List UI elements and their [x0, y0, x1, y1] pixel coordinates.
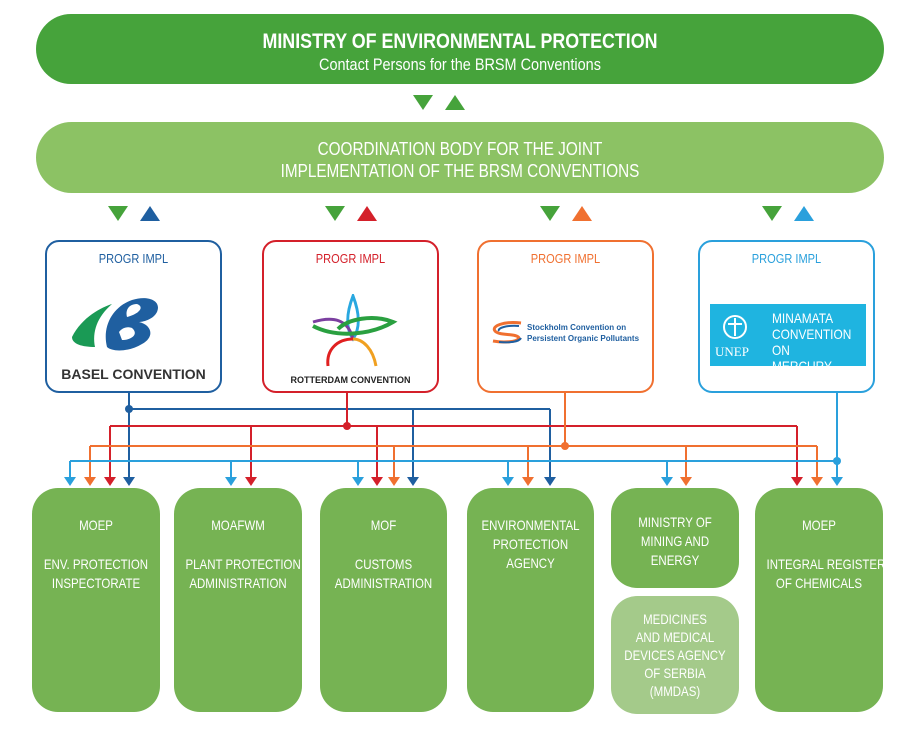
stockholm-name-line-2: Persistent Organic Pollutants: [527, 334, 640, 343]
institution-mmdas: MEDICINES AND MEDICAL DEVICES AGENCY OF …: [611, 596, 739, 714]
institution-line: PROTECTION: [492, 536, 569, 552]
institution-line: MOF: [370, 517, 397, 533]
institution-line: OF CHEMICALS: [775, 575, 863, 591]
unep-emblem-icon: [723, 315, 747, 339]
stockholm-arrow-down-icon: [680, 477, 692, 486]
stockholm-convention-name: Stockholm Convention on Persistent Organ…: [527, 322, 652, 344]
stockholm-arrow-down-icon: [522, 477, 534, 486]
minamata-arrow-down-icon: [225, 477, 237, 486]
institution-line: MOEP: [79, 517, 113, 533]
institution-line: ENV. PROTECTION: [43, 556, 149, 572]
institution-moep-inspectorate: MOEP ENV. PROTECTION INSPECTORATE: [32, 488, 160, 712]
arrow-up-rotterdam-icon: [357, 206, 377, 221]
minamata-name-line-1: MINAMATA: [772, 310, 834, 326]
arrow-up-basel-icon: [140, 206, 160, 221]
institution-line: PLANT PROTECTION: [185, 556, 301, 572]
progr-impl-label: PROGR IMPL: [751, 251, 822, 266]
progr-impl-label: PROGR IMPL: [530, 251, 601, 266]
institution-line: ENVIRONMENTAL: [481, 517, 580, 533]
rotterdam-arrow-down-icon: [104, 477, 116, 486]
institution-line: (MMDAS): [649, 683, 701, 699]
rotterdam-arrow-down-icon: [791, 477, 803, 486]
institution-line: AND MEDICAL: [635, 629, 715, 645]
progr-impl-label: PROGR IMPL: [315, 251, 386, 266]
rotterdam-arrow-down-icon: [371, 477, 383, 486]
arrow-down-icon: [762, 206, 782, 221]
basel-arrow-down-icon: [407, 477, 419, 486]
institution-line: ENERGY: [650, 552, 700, 568]
stockholm-arrow-down-icon: [84, 477, 96, 486]
institution-moafwm: MOAFWM PLANT PROTECTION ADMINISTRATION: [174, 488, 302, 712]
arrow-down-icon: [325, 206, 345, 221]
arrow-down-icon: [108, 206, 128, 221]
institution-line: ADMINISTRATION: [189, 575, 287, 591]
rotterdam-convention-box: PROGR IMPL ROTTERDAM CONVENTION: [262, 240, 439, 393]
rotterdam-convention-name: ROTTERDAM CONVENTION: [290, 375, 411, 385]
minamata-arrow-down-icon: [502, 477, 514, 486]
stockholm-name-line-1: Stockholm Convention on: [527, 323, 627, 332]
minamata-arrow-down-icon: [352, 477, 364, 486]
unep-label: UNEP: [715, 344, 749, 359]
progr-impl-label: PROGR IMPL: [98, 251, 169, 266]
minamata-name-line-2: CONVENTION: [772, 326, 852, 342]
institution-moep-chemicals-register: MOEP INTEGRAL REGISTER OF CHEMICALS: [755, 488, 886, 712]
arrow-down-icon: [540, 206, 560, 221]
coordination-line-1: COORDINATION BODY FOR THE JOINT: [317, 139, 603, 159]
institution-line: INSPECTORATE: [51, 575, 141, 591]
institution-line: INTEGRAL REGISTER: [766, 556, 886, 572]
stockholm-arrow-down-icon: [388, 477, 400, 486]
institution-line: MOAFWM: [211, 517, 265, 533]
stockholm-logo-icon: [492, 321, 522, 344]
basel-convention-box: PROGR IMPL BASEL CONVENTION: [45, 240, 222, 393]
institution-line: AGENCY: [506, 555, 555, 571]
ministry-subtitle: Contact Persons for the BRSM Conventions: [319, 55, 601, 74]
basel-arrow-down-icon: [123, 477, 135, 486]
minamata-arrow-down-icon: [64, 477, 76, 486]
stockholm-junction-dot: [561, 442, 569, 450]
arrow-up-minamata-icon: [794, 206, 814, 221]
stockholm-arrow-down-icon: [811, 477, 823, 486]
institution-mining-energy: MINISTRY OF MINING AND ENERGY: [611, 488, 739, 588]
arrow-up-icon: [445, 95, 465, 110]
ministry-title: MINISTRY OF ENVIRONMENTAL PROTECTION: [262, 30, 658, 53]
institution-line: ADMINISTRATION: [334, 575, 433, 591]
institution-line: DEVICES AGENCY: [624, 647, 726, 663]
basel-logo-icon: [72, 298, 158, 351]
minamata-name-line-3: ON MERCURY: [772, 342, 832, 374]
institution-line: OF SERBIA: [644, 665, 706, 681]
ministry-banner: MINISTRY OF ENVIRONMENTAL PROTECTION Con…: [36, 14, 884, 84]
minamata-arrow-down-icon: [661, 477, 673, 486]
arrow-down-icon: [413, 95, 433, 110]
institution-line: CUSTOMS: [354, 556, 413, 572]
rotterdam-arrow-down-icon: [245, 477, 257, 486]
basel-convention-name: BASEL CONVENTION: [61, 366, 206, 382]
rotterdam-logo-icon: [312, 294, 398, 367]
minamata-convention-name: MINAMATA CONVENTION ON MERCURY: [772, 310, 852, 374]
institution-line: MOEP: [802, 517, 836, 533]
stockholm-convention-box: PROGR IMPL Stockholm Convention on Persi…: [477, 240, 654, 393]
institution-epa: ENVIRONMENTAL PROTECTION AGENCY: [467, 488, 594, 712]
minamata-arrow-down-icon: [831, 477, 843, 486]
coordination-line-2: IMPLEMENTATION OF THE BRSM CONVENTIONS: [280, 161, 640, 181]
basel-arrow-down-icon: [544, 477, 556, 486]
institution-line: MINING AND: [640, 533, 710, 549]
minamata-convention-box: PROGR IMPL UNEP MINAMATA CONVENTION ON M…: [698, 240, 875, 393]
coordination-body-banner: COORDINATION BODY FOR THE JOINT IMPLEMEN…: [36, 122, 884, 193]
institution-mof: MOF CUSTOMS ADMINISTRATION: [320, 488, 447, 712]
rotterdam-junction-dot: [343, 422, 351, 430]
institution-line: MINISTRY OF: [638, 514, 712, 530]
arrow-up-stockholm-icon: [572, 206, 592, 221]
minamata-logo: UNEP MINAMATA CONVENTION ON MERCURY: [710, 304, 866, 374]
institution-line: MEDICINES: [643, 611, 707, 627]
